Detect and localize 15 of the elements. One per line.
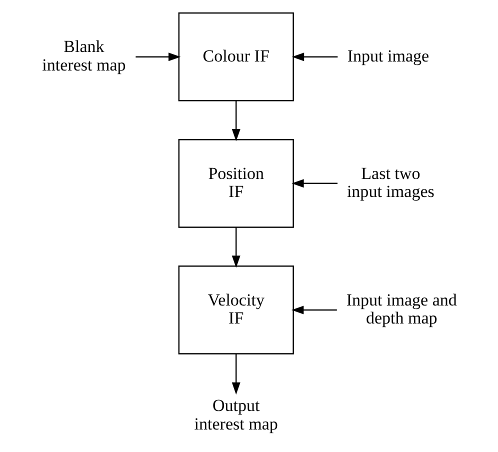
arrow (231, 354, 240, 395)
arrow (291, 306, 336, 314)
node-box: Colour IF (178, 12, 294, 102)
arrow (231, 100, 240, 142)
node-text: Last two input images (346, 164, 434, 202)
node-box: Position IF (178, 138, 294, 228)
arrow (291, 52, 338, 62)
arrow (291, 179, 338, 188)
node-text: Input image (346, 46, 429, 66)
arrow (135, 52, 180, 62)
node-text: Blank interest map (42, 37, 126, 74)
node-box: Velocity IF (178, 266, 294, 354)
node-text: Output interest map (194, 396, 278, 434)
node-text: Input image and depth map (346, 290, 456, 328)
arrow (231, 227, 240, 268)
